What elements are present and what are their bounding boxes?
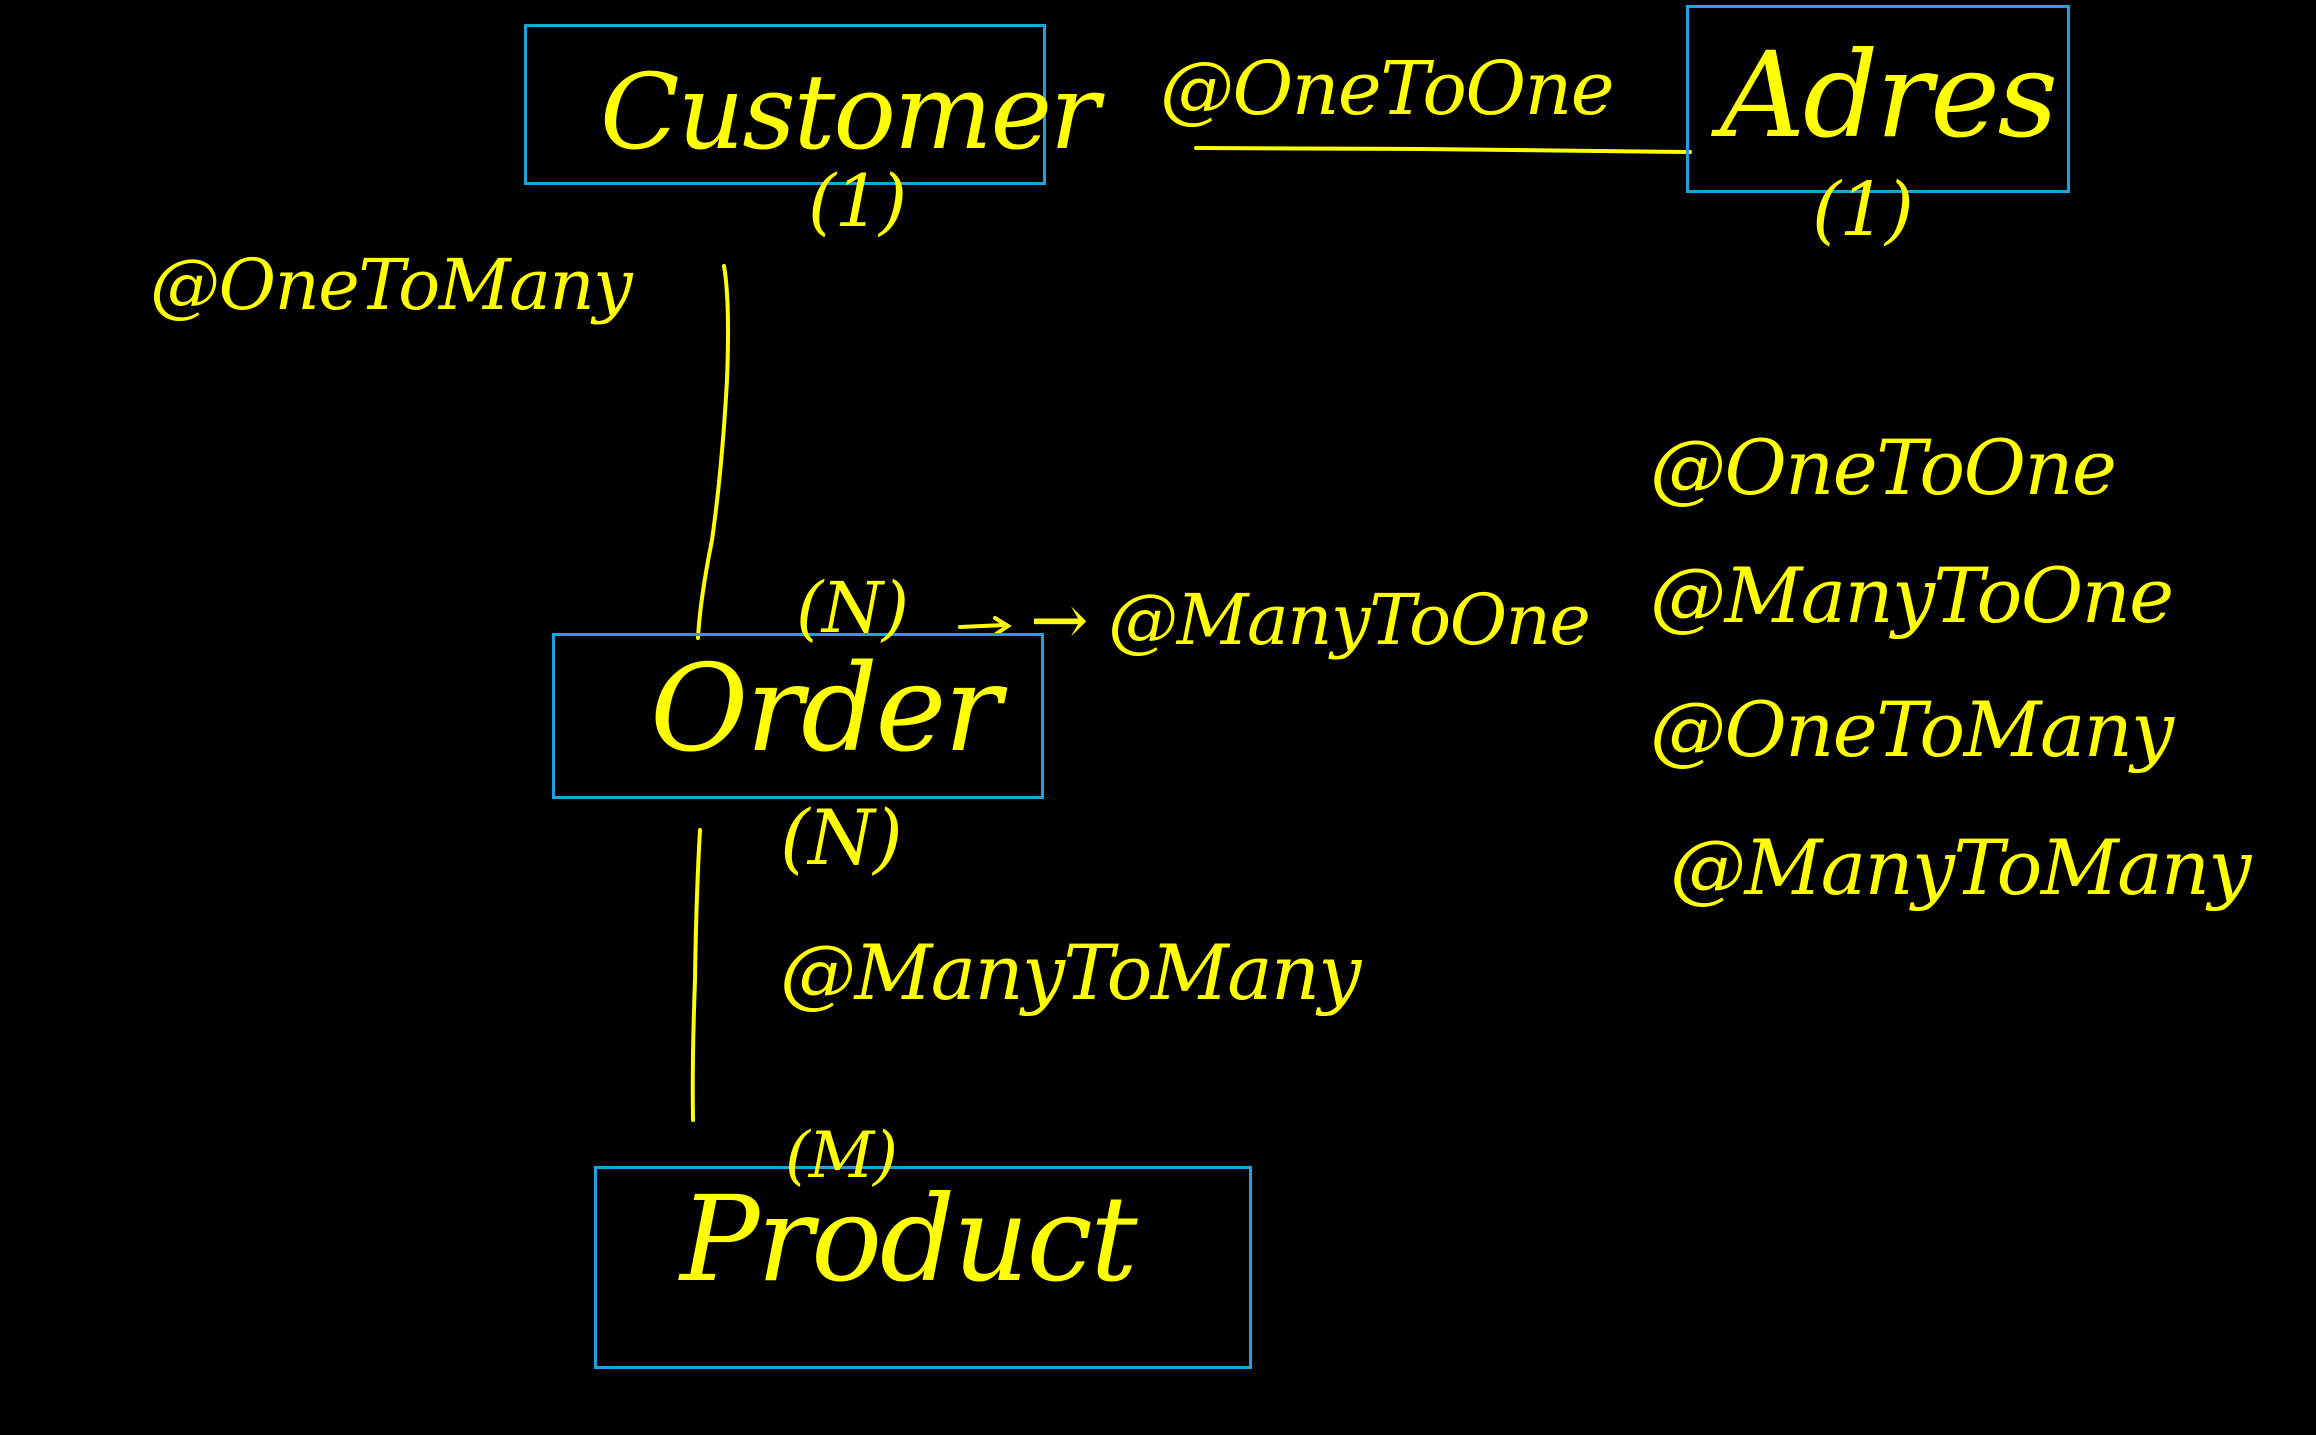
order-entity-box xyxy=(552,633,1044,799)
product-cardinality: (M) xyxy=(785,1119,898,1193)
customer-order-relation-label: @OneToMany xyxy=(150,244,633,326)
customer-adres-relation-label: @OneToOne xyxy=(1160,46,1615,132)
adres-entity-box xyxy=(1686,5,2070,193)
product-entity-box xyxy=(594,1166,1252,1369)
arrow-order-to-customer xyxy=(958,616,1012,636)
legend-item: @OneToMany xyxy=(1650,685,2174,774)
line-customer-order xyxy=(696,264,730,640)
customer-cardinality: (1) xyxy=(808,159,907,243)
line-order-product xyxy=(690,828,702,1122)
product-label: Product xyxy=(680,1170,1138,1308)
order-customer-relation-label: → @ManyToOne xyxy=(1030,579,1591,661)
adres-label: Adres xyxy=(1720,26,2058,164)
customer-entity-box xyxy=(524,24,1046,185)
order-cardinality-top: (N) xyxy=(796,567,909,649)
order-label: Order xyxy=(650,640,1001,779)
relation-types-list: @OneToOne @ManyToOne @OneToMany @ManyToM… xyxy=(1650,430,2270,990)
legend-item: @OneToOne xyxy=(1650,423,2117,512)
order-product-relation-label: @ManyToMany xyxy=(780,928,1361,1017)
legend-item: @ManyToOne xyxy=(1650,551,2174,640)
line-customer-adres xyxy=(1194,146,1692,154)
customer-label: Customer xyxy=(600,51,1100,173)
legend-item: @ManyToMany xyxy=(1670,823,2251,912)
order-cardinality-bottom: (N) xyxy=(780,793,903,882)
adres-cardinality: (1) xyxy=(1812,167,1914,253)
